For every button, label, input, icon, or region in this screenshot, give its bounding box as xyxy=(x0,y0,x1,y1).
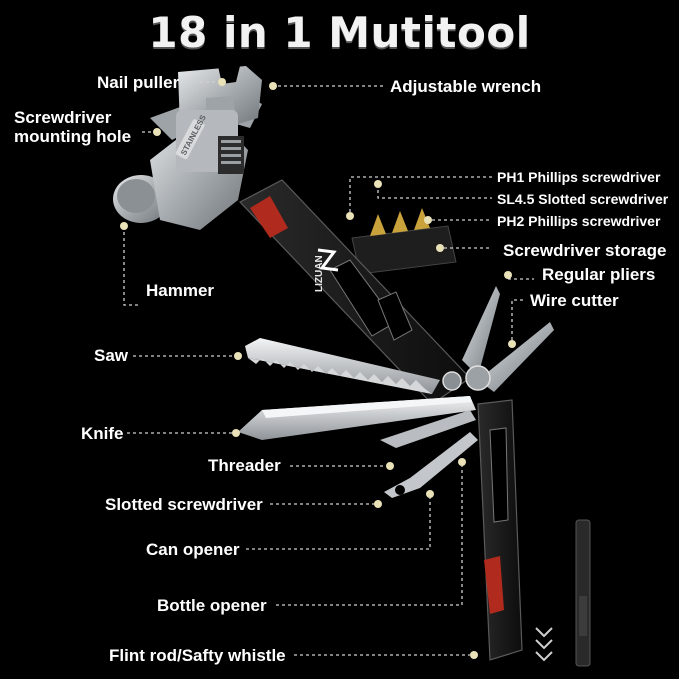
leader-dots xyxy=(120,78,516,659)
saw-blade xyxy=(245,338,440,394)
label-screwdriver-mounting-hole-line2: mounting hole xyxy=(14,127,132,146)
label-ph2-phillips: PH2 Phillips screwdriver xyxy=(497,213,661,229)
second-handle xyxy=(477,399,523,661)
label-nail-puller: Nail puller xyxy=(97,73,180,92)
label-slotted-screwdriver: Slotted screwdriver xyxy=(105,495,263,514)
main-handle: LIZUAN xyxy=(239,179,471,405)
leader-lines xyxy=(123,81,534,656)
brand-mark: LIZUAN xyxy=(314,255,325,292)
label-adjustable-wrench: Adjustable wrench xyxy=(390,77,542,96)
down-chevron-icon xyxy=(535,627,553,662)
label-hammer: Hammer xyxy=(146,281,215,300)
adjustable-wrench: STAINLESS xyxy=(175,66,262,174)
bit-storage xyxy=(351,208,457,275)
flint-rod xyxy=(575,519,591,667)
knife-blade xyxy=(238,396,476,440)
label-saw: Saw xyxy=(94,346,129,365)
pliers-jaws xyxy=(462,286,554,392)
page-title: 18 in 1 Mutitool xyxy=(148,8,531,57)
label-can-opener: Can opener xyxy=(146,540,240,559)
label-wire-cutter: Wire cutter xyxy=(530,291,619,310)
label-bottle-opener: Bottle opener xyxy=(157,596,267,615)
label-threader: Threader xyxy=(208,456,281,475)
label-screwdriver-storage: Screwdriver storage xyxy=(503,241,667,260)
label-screwdriver-mounting-hole: Screwdriver mounting hole xyxy=(14,108,131,146)
label-ph1-phillips: PH1 Phillips screwdriver xyxy=(497,169,661,185)
label-screwdriver-mounting-hole-line1: Screwdriver xyxy=(14,108,112,127)
small-tools xyxy=(380,410,478,498)
label-flint-rod-whistle: Flint rod/Safty whistle xyxy=(109,646,286,665)
label-sl45-slotted: SL4.5 Slotted screwdriver xyxy=(497,191,669,207)
label-knife: Knife xyxy=(81,424,124,443)
label-regular-pliers: Regular pliers xyxy=(542,265,656,284)
